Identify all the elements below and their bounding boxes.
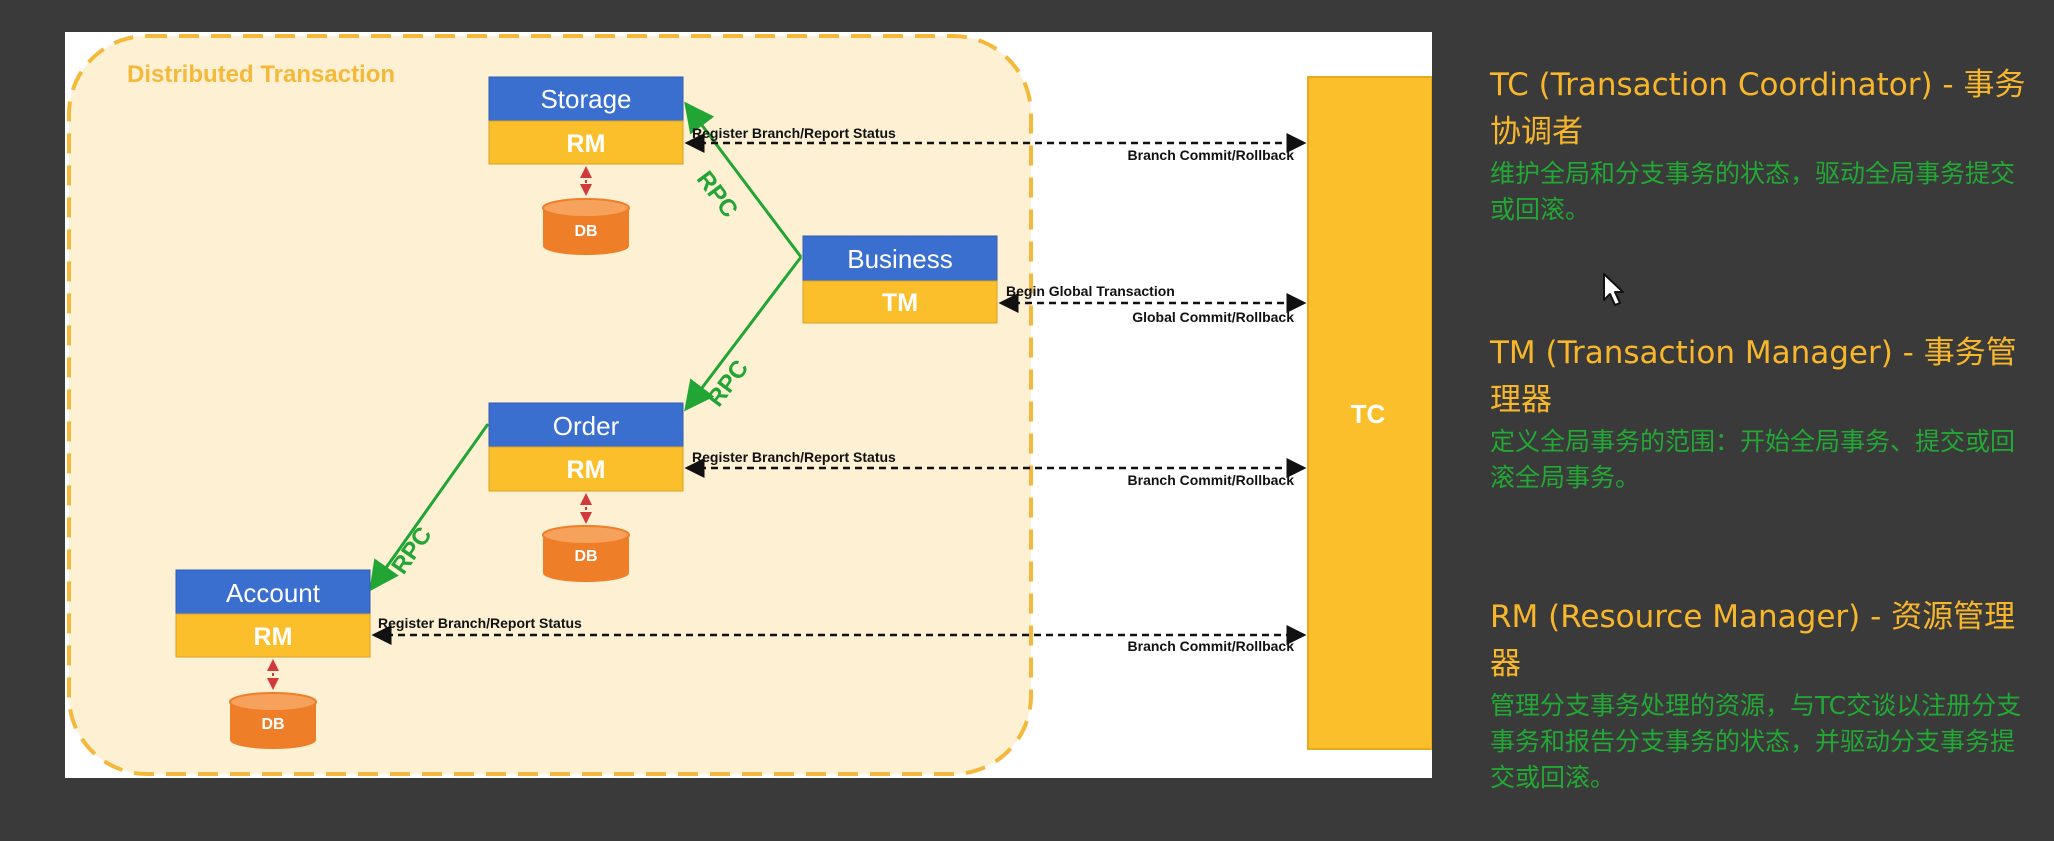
storage-rm — [488, 120, 684, 165]
global-commit-label: Global Commit/Rollback — [1132, 309, 1294, 325]
legend-item-tm: TM (Transaction Manager) - 事务管理器 定义全局事务的… — [1490, 330, 2030, 496]
account-node: Account RM DB — [175, 569, 371, 749]
order-name: Order — [553, 411, 620, 441]
legend-item-tc: TC (Transaction Coordinator) - 事务协调者 维护全… — [1490, 62, 2030, 228]
legend-title-tm: TM (Transaction Manager) - 事务管理器 — [1490, 335, 2017, 418]
slide-canvas: Distributed Transaction TC RPC RPC RPC S… — [65, 32, 1432, 778]
rpc-line-business-order — [684, 256, 803, 412]
legend-desc-tc: 维护全局和分支事务的状态，驱动全局事务提交或回滚。 — [1490, 159, 2016, 224]
business-tm — [802, 280, 998, 324]
rpc-line-business-storage — [684, 101, 803, 258]
storage-node: Storage RM DB — [488, 76, 684, 255]
business-tm-label: TM — [882, 289, 918, 317]
begin-global-label: Begin Global Transaction — [1006, 283, 1175, 299]
order-header — [488, 402, 684, 448]
order-rm-label: RM — [567, 456, 606, 484]
account-branch-label: Branch Commit/Rollback — [1128, 638, 1295, 654]
storage-name: Storage — [540, 84, 631, 114]
region-title: Distributed Transaction — [127, 61, 395, 88]
account-name: Account — [226, 578, 321, 608]
storage-header — [488, 76, 684, 122]
account-db-label: DB — [261, 716, 284, 733]
business-node: Business TM — [802, 235, 998, 324]
mouse-cursor-icon — [1602, 272, 1628, 312]
order-register-label: Register Branch/Report Status — [692, 449, 896, 465]
storage-db-icon — [542, 198, 630, 255]
storage-db-label: DB — [574, 223, 597, 240]
account-rm — [175, 613, 371, 658]
order-rm — [488, 446, 684, 492]
legend-title-tc: TC (Transaction Coordinator) - 事务协调者 — [1490, 67, 2026, 150]
rpc-connections — [369, 101, 803, 592]
architecture-diagram: Distributed Transaction TC RPC RPC RPC S… — [67, 34, 1432, 776]
legend-title-rm: RM (Resource Manager) - 资源管理器 — [1490, 599, 2016, 682]
tc-box — [1307, 76, 1432, 750]
legend-desc-rm: 管理分支事务处理的资源，与TC交谈以注册分支事务和报告分支事务的状态，并驱动分支… — [1490, 691, 2022, 792]
order-node: Order RM DB — [488, 402, 684, 582]
account-register-label: Register Branch/Report Status — [378, 615, 582, 631]
business-name: Business — [847, 244, 953, 274]
order-db-icon — [542, 525, 630, 582]
order-branch-label: Branch Commit/Rollback — [1128, 472, 1295, 488]
business-header — [802, 235, 998, 282]
order-db-label: DB — [574, 548, 597, 565]
account-rm-label: RM — [254, 623, 293, 651]
legend-desc-tm: 定义全局事务的范围：开始全局事务、提交或回滚全局事务。 — [1490, 427, 2016, 492]
legend-item-rm: RM (Resource Manager) - 资源管理器 管理分支事务处理的资… — [1490, 594, 2030, 796]
rpc-line-order-account — [369, 423, 490, 592]
storage-rm-label: RM — [567, 130, 606, 158]
account-db-icon — [229, 692, 317, 749]
storage-register-label: Register Branch/Report Status — [692, 125, 896, 141]
tc-label: TC — [1351, 399, 1386, 429]
storage-branch-label: Branch Commit/Rollback — [1128, 147, 1295, 163]
